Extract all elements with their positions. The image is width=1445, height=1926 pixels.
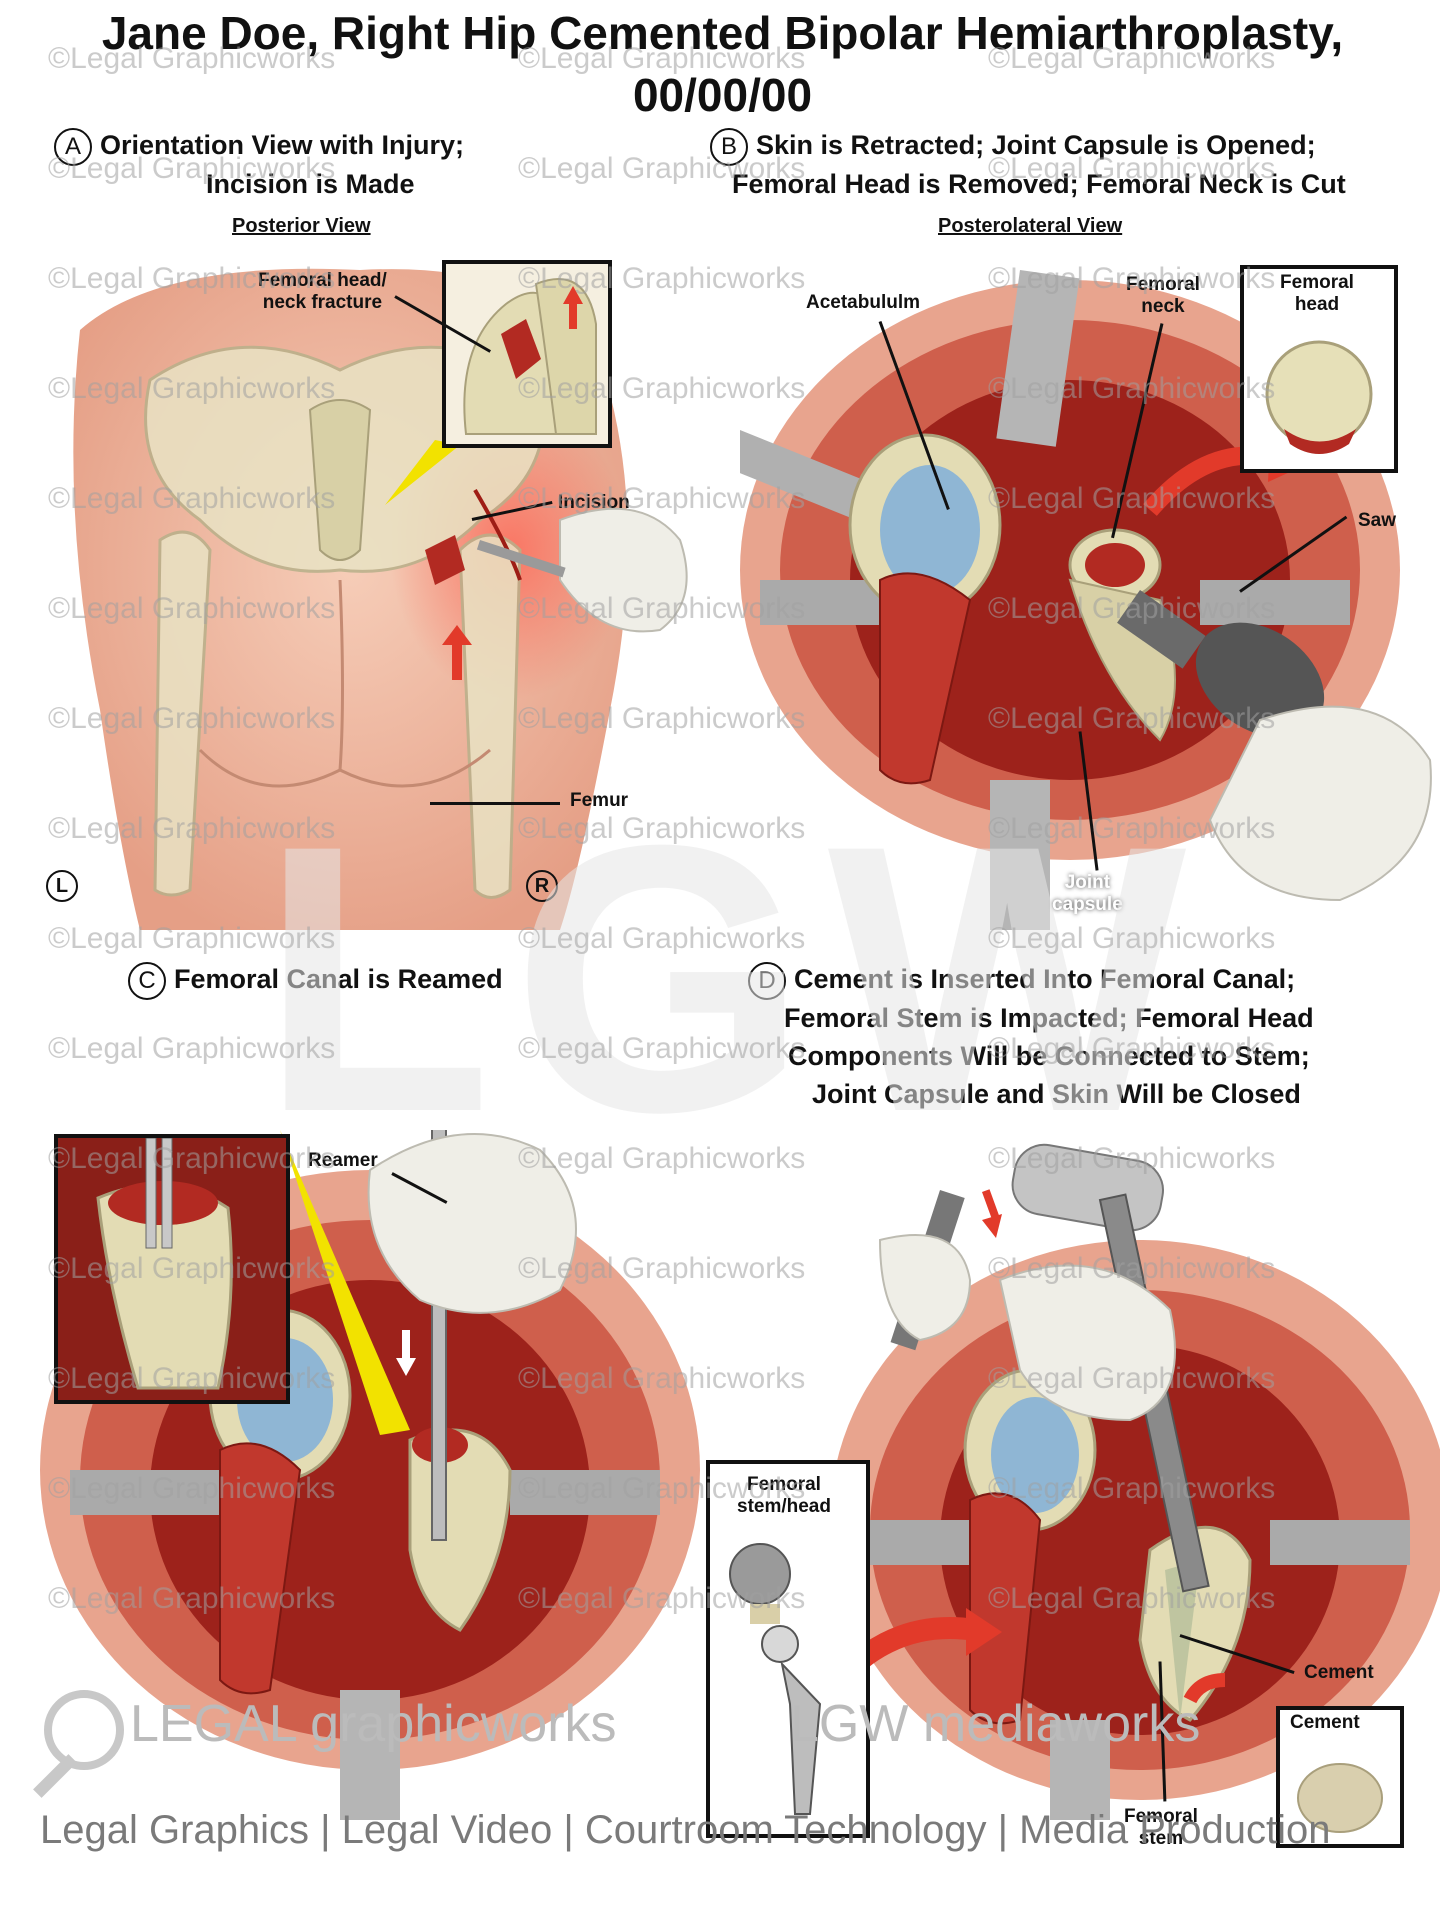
- label-acetabulum: Acetabululm: [806, 292, 921, 313]
- acetabulum-cartilage: [880, 465, 980, 595]
- red-arrow-up-icon: [563, 286, 583, 304]
- panel-a-illustration: Femoral head/neck fracture Incision Femu…: [40, 250, 700, 930]
- magnifier-icon: [44, 1690, 124, 1770]
- panel-a-heading-line1: Orientation View with Injury;: [100, 130, 465, 161]
- panel-b-view-label: Posterolateral View: [938, 215, 1123, 237]
- panel-b-heading: B Skin is Retracted; Joint Capsule is Ope…: [710, 128, 1430, 166]
- panel-a-view-label: Posterior View: [232, 215, 371, 237]
- panel-b-heading-line2: Femoral Head is Removed; Femoral Neck is…: [732, 169, 1346, 199]
- red-arrow-down-icon: [982, 1214, 1002, 1238]
- fracture-inset: [442, 260, 612, 448]
- label-saw: Saw: [1358, 510, 1397, 531]
- stem-impaction-surgical-field: [830, 1143, 1440, 1820]
- gloved-hand: [1208, 705, 1432, 902]
- footer-services: Legal Graphics | Legal Video | Courtroom…: [40, 1808, 1331, 1852]
- cement-inset: [1276, 1706, 1404, 1848]
- panel-d-heading-line3: Components Will be Connected to Stem;: [788, 1041, 1310, 1071]
- page-title-line2: 00/00/00: [632, 69, 813, 121]
- red-curved-arrow-icon: [966, 1608, 1002, 1656]
- panel-a-letter: A: [54, 128, 92, 166]
- brand-legal-graphicworks: LEGAL graphicworks: [130, 1695, 617, 1753]
- panel-c-heading: C Femoral Canal is Reamed: [128, 962, 628, 1000]
- incision-line: [473, 488, 522, 581]
- arrow-shaft-femur: [452, 640, 462, 680]
- panel-d-illustration: [770, 1120, 1440, 1820]
- panel-a-heading-line2: Incision is Made: [206, 169, 415, 199]
- saw-body: [1195, 622, 1325, 738]
- retractor-left: [70, 1470, 220, 1515]
- retractor-right: [1270, 1520, 1410, 1565]
- label-cement-inset: Cement: [1290, 1712, 1360, 1733]
- mallet-head: [1011, 1143, 1164, 1232]
- femoral-stem-implant: [780, 1660, 822, 1815]
- white-arrow-down-icon: [396, 1358, 416, 1376]
- retractor-right: [1200, 580, 1350, 625]
- panel-a-heading: A Orientation View with Injury;: [54, 128, 574, 166]
- retractor-bottom: [1050, 1720, 1110, 1820]
- gloved-hand: [367, 1133, 577, 1314]
- red-arrow-up-icon: [442, 625, 472, 645]
- label-fracture: Femoral head/neck fracture: [258, 270, 387, 313]
- leader-femur: [430, 802, 560, 805]
- panel-c-letter: C: [128, 962, 166, 1000]
- panel-d-heading: D Cement is Inserted Into Femoral Canal;: [748, 962, 1428, 1000]
- panel-b-letter: B: [710, 128, 748, 166]
- left-femur-bone: [153, 530, 212, 897]
- panel-d-heading-line4: Joint Capsule and Skin Will be Closed: [812, 1079, 1301, 1109]
- reamer-inset: [54, 1134, 290, 1404]
- acetabulum-cartilage: [991, 1397, 1079, 1513]
- label-incision: Incision: [558, 492, 630, 513]
- brand-lgw-mediaworks: LGW mediaworks: [790, 1695, 1201, 1753]
- fracture-site: [425, 535, 465, 585]
- femoral-neck-cut: [1085, 543, 1145, 587]
- femoral-stem-head-inset: [706, 1460, 870, 1838]
- gloved-hand: [559, 507, 688, 633]
- label-reamer: Reamer: [308, 1150, 378, 1171]
- gloved-hand: [998, 1264, 1176, 1422]
- label-femur: Femur: [570, 790, 629, 811]
- panel-d-heading-line2: Femoral Stem is Impacted; Femoral Head: [784, 1003, 1314, 1033]
- scalpel: [476, 540, 566, 578]
- label-cement: Cement: [1304, 1662, 1374, 1683]
- retractor-right: [510, 1470, 660, 1515]
- panel-b-heading-line1: Skin is Retracted; Joint Capsule is Open…: [756, 130, 1316, 161]
- posterolateral-surgical-field: [740, 270, 1432, 930]
- panel-d-letter: D: [748, 962, 786, 1000]
- right-femur-bone: [458, 533, 522, 899]
- gloved-hand-left: [878, 1234, 972, 1342]
- right-side-marker: R: [526, 870, 558, 902]
- retractor-left-upper: [740, 430, 870, 520]
- watermark-text: ©Legal Graphicworks: [518, 1032, 806, 1065]
- retractor-bottom: [340, 1690, 400, 1820]
- panel-c-heading-text: Femoral Canal is Reamed: [174, 964, 503, 995]
- sacrum-bone: [308, 399, 372, 561]
- left-side-marker: L: [46, 870, 78, 902]
- femoral-head-inset: [1240, 265, 1398, 473]
- page-title-line1: Jane Doe, Right Hip Cemented Bipolar Hem…: [101, 7, 1344, 59]
- callout-pointer: [280, 1130, 410, 1435]
- callout-pointer: [385, 440, 460, 505]
- panel-d-heading-line1: Cement is Inserted Into Femoral Canal;: [794, 964, 1296, 995]
- retractor-top: [996, 270, 1080, 447]
- cement-layer: [1165, 1560, 1200, 1720]
- retractor-bottom: [990, 780, 1050, 930]
- watermark-text: ©Legal Graphicworks: [48, 1032, 336, 1065]
